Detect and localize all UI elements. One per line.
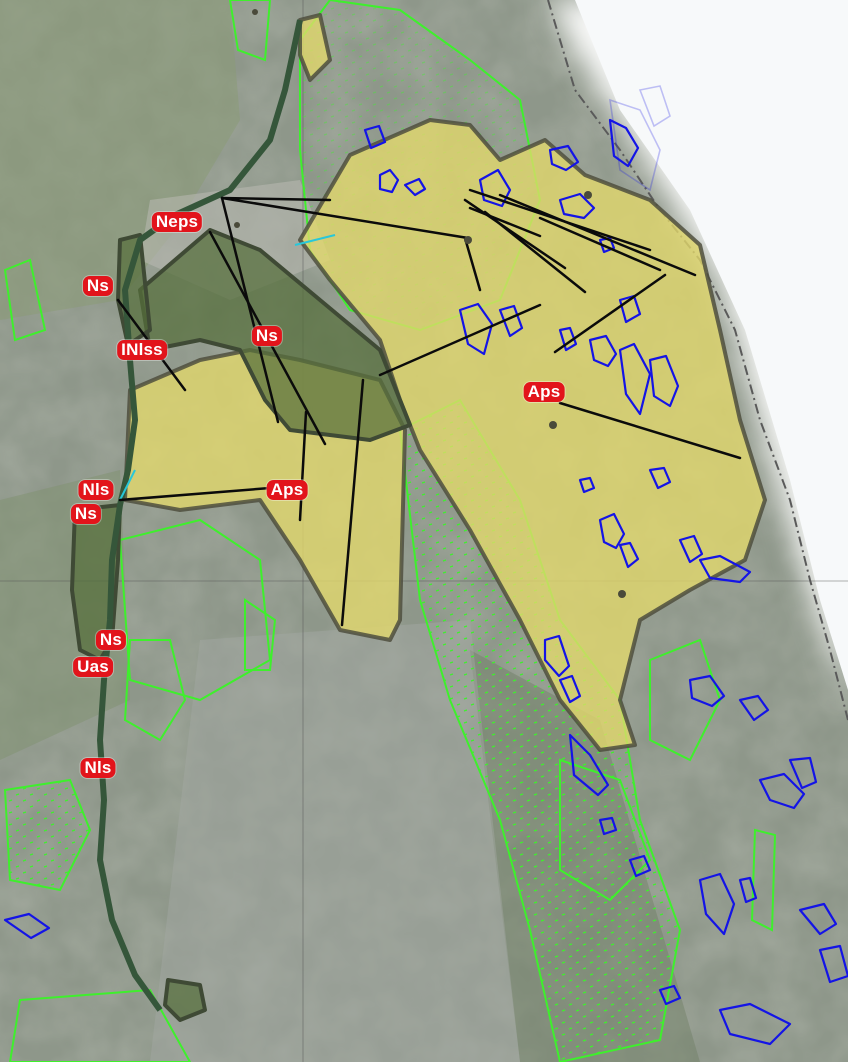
zone-label-ns-1: Ns [82,276,114,296]
zone-label-ns-3: Ns [70,504,102,524]
wetland-outlines [3,118,848,1046]
zone-label-uas-1: Uas [73,657,113,677]
zone-label-nls-2: Nls [80,758,116,778]
zone-label-nls-1: Nls [78,480,114,500]
zone-label-ns-2: Ns [251,326,283,346]
lift-stations [234,9,626,598]
zone-label-aps-1: Aps [523,382,565,402]
zone-label-neps-1: Neps [151,212,203,232]
zone-label-aps-2: Aps [266,480,308,500]
lift-lines [116,188,742,627]
zone-label-inlss-1: INlss [117,340,167,360]
river-corridor [97,19,303,1012]
zone-label-ns-4: Ns [95,630,127,650]
